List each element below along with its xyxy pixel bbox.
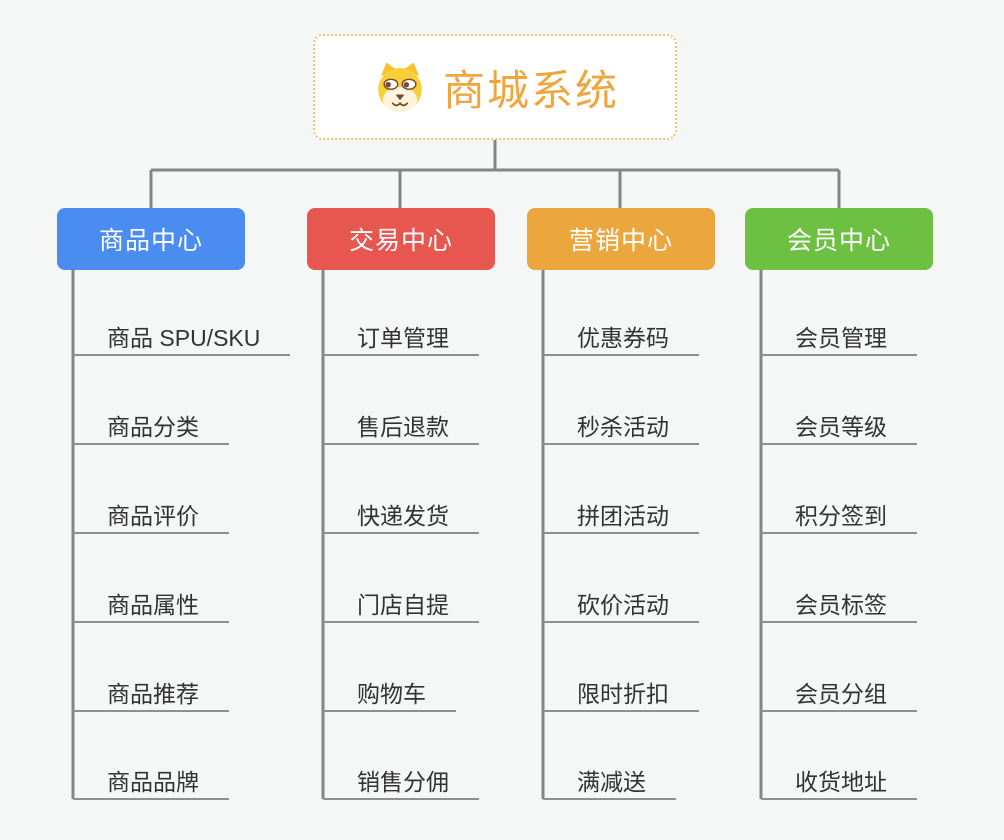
subtopic-node[interactable]: 订单管理 bbox=[323, 320, 479, 356]
subtopic-node[interactable]: 商品属性 bbox=[73, 587, 229, 623]
root-title: 商城系统 bbox=[442, 66, 619, 114]
subtopic-node[interactable]: 优惠券码 bbox=[543, 320, 699, 356]
branch-node-trade-center[interactable]: 交易中心 bbox=[307, 208, 495, 270]
root-node[interactable]: 商城系统 bbox=[313, 34, 677, 140]
subtopic-node[interactable]: 售后退款 bbox=[323, 409, 479, 445]
subtopic-node[interactable]: 商品评价 bbox=[73, 498, 229, 534]
subtopic-node[interactable]: 会员管理 bbox=[761, 320, 917, 356]
subtopic-node[interactable]: 购物车 bbox=[323, 676, 456, 712]
subtopic-node[interactable]: 商品推荐 bbox=[73, 676, 229, 712]
subtopic-node[interactable]: 砍价活动 bbox=[543, 587, 699, 623]
subtopic-node[interactable]: 会员等级 bbox=[761, 409, 917, 445]
subtopic-node[interactable]: 商品 SPU/SKU bbox=[73, 320, 291, 356]
subtopic-node[interactable]: 拼团活动 bbox=[543, 498, 699, 534]
subtopic-node[interactable]: 收货地址 bbox=[761, 764, 917, 800]
subtopic-node[interactable]: 快递发货 bbox=[323, 498, 479, 534]
subtopic-node[interactable]: 商品分类 bbox=[73, 409, 229, 445]
subtopic-node[interactable]: 积分签到 bbox=[761, 498, 917, 534]
subtopic-node[interactable]: 限时折扣 bbox=[543, 676, 699, 712]
subtopic-node[interactable]: 商品品牌 bbox=[73, 764, 229, 800]
dog-icon bbox=[378, 62, 422, 113]
branch-node-member-center[interactable]: 会员中心 bbox=[745, 208, 933, 270]
subtopic-node[interactable]: 满减送 bbox=[543, 764, 676, 800]
subtopic-node[interactable]: 秒杀活动 bbox=[543, 409, 699, 445]
subtopic-node[interactable]: 销售分佣 bbox=[323, 764, 479, 800]
branch-node-product-center[interactable]: 商品中心 bbox=[57, 208, 245, 270]
subtopic-node[interactable]: 会员分组 bbox=[761, 676, 917, 712]
subtopic-node[interactable]: 门店自提 bbox=[323, 587, 479, 623]
branch-node-marketing-center[interactable]: 营销中心 bbox=[527, 208, 715, 270]
subtopic-node[interactable]: 会员标签 bbox=[761, 587, 917, 623]
